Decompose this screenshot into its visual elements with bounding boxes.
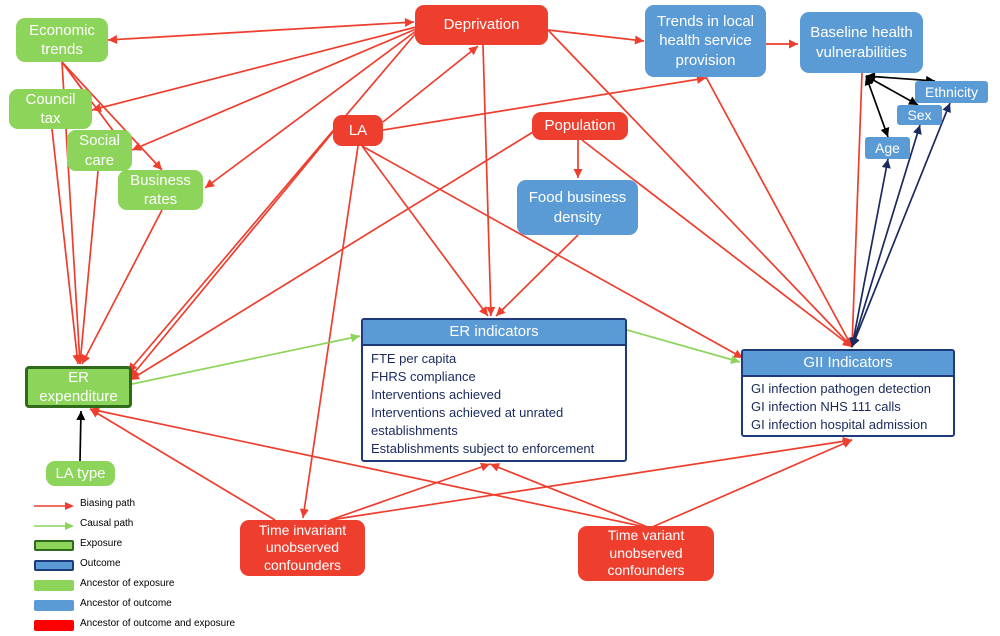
node-business-rates[interactable]: Business rates [118,170,203,210]
edge-business-rates-to-er-expenditure [81,209,163,365]
legend-arrow-icon [34,522,74,530]
legend-swatch [34,540,74,551]
edge-ethnicity-to-gii [851,102,951,348]
legend-label: Ancestor of outcome and exposure [80,618,236,629]
node-council-tax[interactable]: Council tax [9,89,92,129]
legend-swatch [34,620,74,631]
edge-trends-health-to-gii [705,76,853,348]
edge-er-expenditure-to-er-indicators [131,333,361,385]
legend-swatch [34,560,74,571]
edge-population-to-gii [581,139,853,348]
edge-economic-trends-to-business-rates [61,61,163,171]
edge-la-to-time-invariant [299,145,359,519]
edge-food-business-to-er-indicators [495,234,579,317]
edge-time-variant-to-er-expenditure [89,406,651,529]
node-social-care[interactable]: Social care [67,130,132,171]
er-indicator-item: FHRS compliance [371,369,476,384]
gii-indicator-item: GI infection NHS 111 calls [751,399,901,414]
er-indicator-item: Establishments subject to enforcement [371,441,595,456]
node-population[interactable]: Population [532,112,628,140]
legend-swatch [34,580,74,591]
legend-label: Exposure [80,538,123,549]
er-indicator-item: Interventions achieved at unrated establ… [371,405,564,438]
er-indicator-item: Interventions achieved [371,387,502,402]
edge-depr-to-economic-trends [107,18,415,44]
edge-depr-to-council-tax [91,26,417,113]
edge-depr-to-trends-health [547,29,645,45]
edge-er-indicators-to-gii [626,329,741,364]
edge-depr-to-er-indicators [482,44,496,317]
edge-depr-to-business-rates [204,30,417,189]
er-indicators-title: ER indicators [363,320,625,346]
edge-time-variant-to-gii [649,439,853,529]
edge-time-variant-to-er-indicators [489,463,651,529]
edge-population-to-er-expenditure [129,131,534,381]
gii-indicators-box[interactable]: GII Indicators GI infection pathogen det… [741,349,955,437]
gii-indicators-list: GI infection pathogen detection GI infect… [743,377,953,434]
node-la[interactable]: LA [333,115,383,146]
gii-indicators-title: GII Indicators [743,351,953,377]
legend-label: Causal path [80,518,134,529]
edge-trends-health-to-baseline [766,39,798,49]
legend-label: Biasing path [80,498,136,509]
edge-la-to-gii [361,145,744,359]
edge-depr-to-social-care [131,28,417,151]
edge-la-to-deprivation [382,45,479,123]
node-er-expenditure[interactable]: ER expenditure [25,366,132,408]
node-food-business-density[interactable]: Food business density [517,180,638,235]
edge-la-to-er-indicators [361,145,489,317]
gii-indicator-item: GI infection pathogen detection [751,381,931,396]
gii-indicator-item: GI infection hospital admission [751,417,928,432]
node-economic-trends[interactable]: Economic trends [16,18,108,62]
legend-arrow-icon [34,502,74,510]
node-deprivation[interactable]: Deprivation [415,5,548,45]
edge-la-to-trends-health [382,74,707,131]
er-indicator-item: FTE per capita [371,351,457,366]
legend-label: Outcome [80,558,121,569]
node-sex[interactable]: Sex [897,105,942,125]
edge-la-type-to-er-expenditure [76,410,86,462]
edge-age-to-baseline [864,75,890,138]
node-la-type[interactable]: LA type [46,461,115,486]
node-time-invariant[interactable]: Time invariant unobserved confounders [240,520,365,576]
legend-label: Ancestor of exposure [80,578,175,589]
legend-label: Ancestor of outcome [80,598,172,609]
node-baseline-health[interactable]: Baseline health vulnerabilities [800,12,923,73]
legend-swatch [34,600,74,611]
node-ethnicity[interactable]: Ethnicity [915,81,988,103]
node-trends-local-health[interactable]: Trends in local health service provision [645,5,766,77]
edge-social-care-to-er-expenditure [76,170,99,365]
node-age[interactable]: Age [865,137,910,159]
edge-population-to-food-business [573,140,583,178]
node-time-variant[interactable]: Time variant unobserved confounders [578,526,714,581]
edge-time-invariant-to-er-indicators [329,462,491,521]
